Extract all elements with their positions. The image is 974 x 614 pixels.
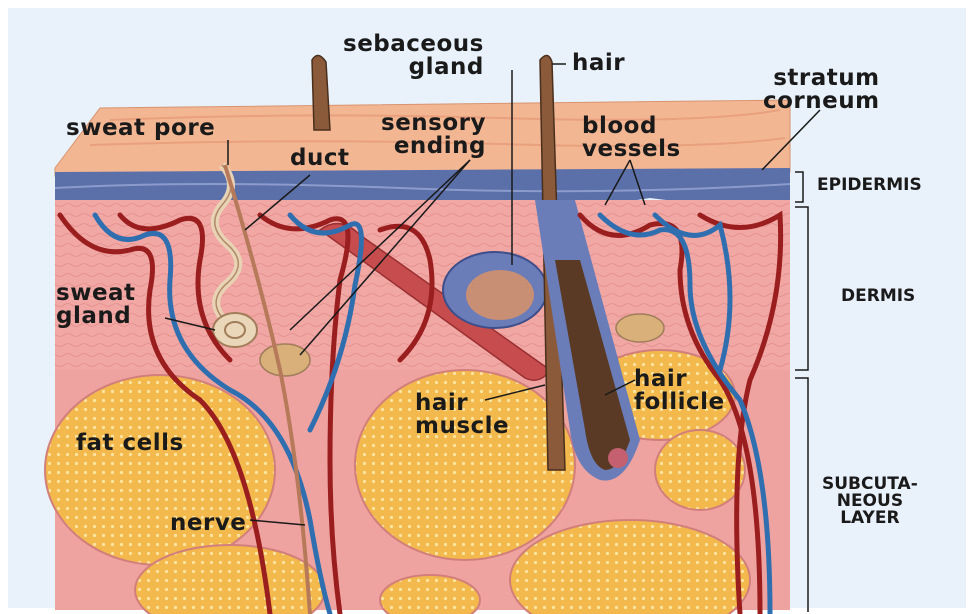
layer-label-dermis: DERMIS — [841, 288, 915, 305]
label-sweat-gland: sweat gland — [56, 282, 136, 328]
sensory-ending-shape — [260, 344, 310, 376]
label-hair-follicle: hair follicle — [634, 368, 725, 414]
label-sweat-pore: sweat pore — [66, 117, 215, 140]
label-hair: hair — [572, 52, 625, 75]
layer-label-subcutaneous: SUBCUTA- NEOUS LAYER — [822, 476, 918, 527]
label-sensory-ending: sensory ending — [381, 112, 486, 158]
epidermis-layer — [55, 168, 790, 205]
sweat-gland-shape — [213, 313, 257, 347]
label-fat-cells: fat cells — [76, 432, 184, 455]
label-sebaceous-gland: sebaceous gland — [343, 33, 484, 79]
label-nerve: nerve — [170, 512, 246, 535]
layer-label-epidermis: EPIDERMIS — [817, 177, 922, 194]
label-stratum-corneum: stratum corneum — [763, 67, 880, 113]
label-duct: duct — [290, 147, 349, 170]
label-blood-vessels: blood vessels — [582, 115, 681, 161]
label-hair-muscle: hair muscle — [415, 392, 509, 438]
